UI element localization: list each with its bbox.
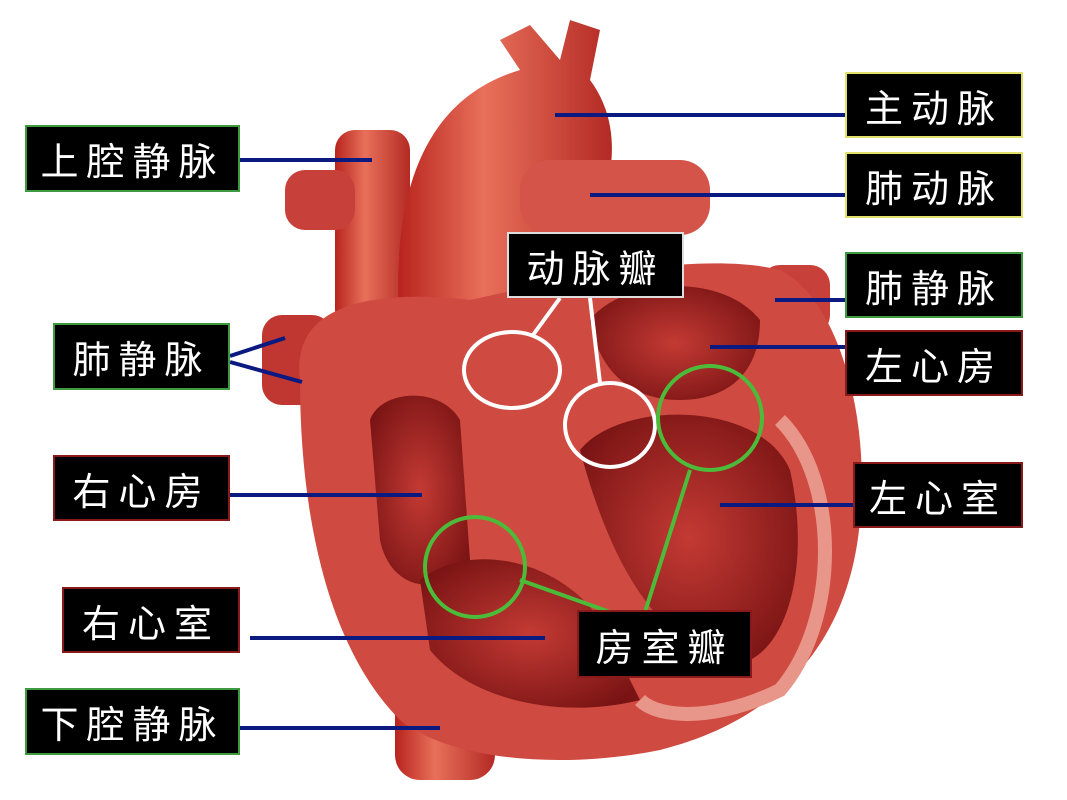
side-vessel	[285, 170, 355, 230]
label-aorta: 主动脉	[845, 72, 1023, 138]
label-inferior-vena-cava: 下腔静脉	[25, 688, 240, 755]
label-pulmonary-vein-right: 肺静脉	[845, 252, 1023, 318]
superior-vena-cava-shape	[335, 130, 410, 330]
label-pulmonary-artery: 肺动脉	[845, 152, 1023, 218]
arterial-valve-markers	[462, 296, 657, 469]
label-left-atrium: 左心房	[845, 330, 1023, 396]
label-left-ventricle: 左心室	[853, 462, 1023, 528]
leader-lines	[229, 113, 853, 730]
label-pulmonary-vein-left: 肺静脉	[53, 323, 230, 390]
pulmonary-artery-shape	[520, 160, 710, 235]
label-right-atrium: 右心房	[53, 455, 230, 521]
label-right-ventricle: 右心室	[62, 587, 240, 653]
left-atrium-chamber	[590, 286, 760, 400]
label-arterial-valve: 动脉瓣	[507, 232, 684, 298]
left-ventricle-chamber	[580, 414, 798, 660]
right-atrium-chamber	[370, 395, 470, 585]
ventricle-wall	[635, 415, 832, 721]
av-valve-markers	[423, 364, 764, 619]
label-superior-vena-cava: 上腔静脉	[25, 125, 240, 192]
label-av-valve: 房室瓣	[577, 610, 752, 678]
